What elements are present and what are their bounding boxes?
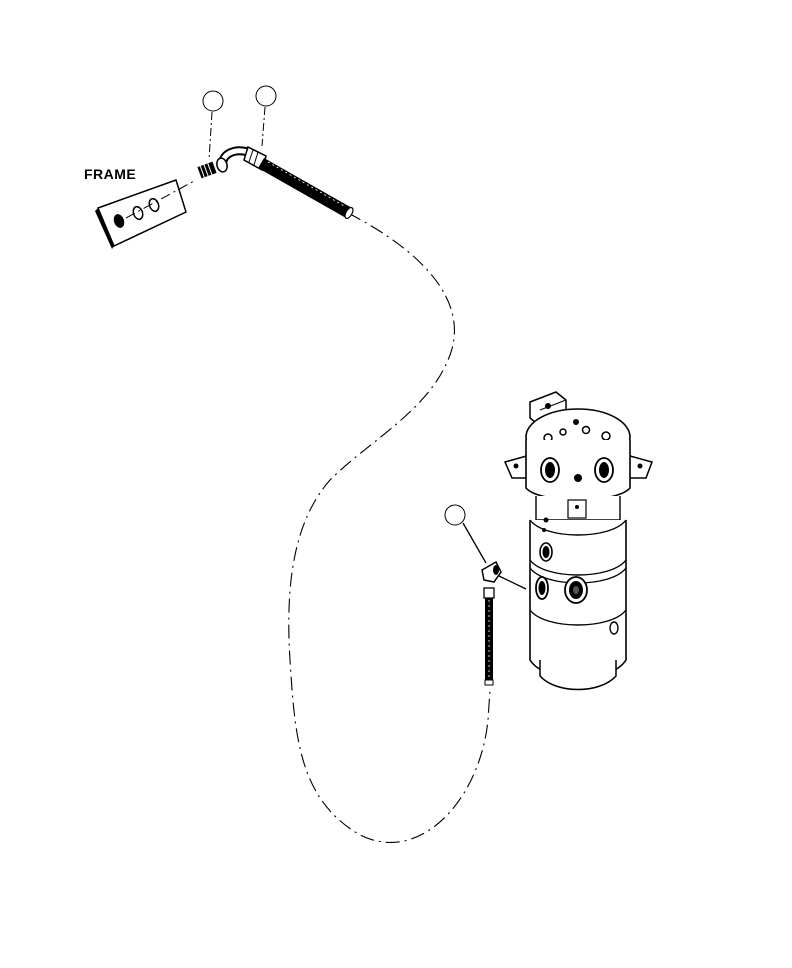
rotary-manifold — [503, 391, 653, 691]
callout-fitting-top — [202, 90, 224, 161]
callout-hose-top — [255, 85, 277, 147]
callout-elbow-swivel — [444, 504, 527, 590]
adapter-fitting — [197, 161, 217, 179]
elbow-swivel-fitting — [481, 560, 502, 583]
lower-hose — [483, 587, 495, 686]
frame-label: FRAME — [84, 166, 137, 182]
hose-route-line — [288, 212, 491, 843]
frame-plate — [95, 179, 197, 249]
upper-hose-assembly — [216, 145, 354, 220]
